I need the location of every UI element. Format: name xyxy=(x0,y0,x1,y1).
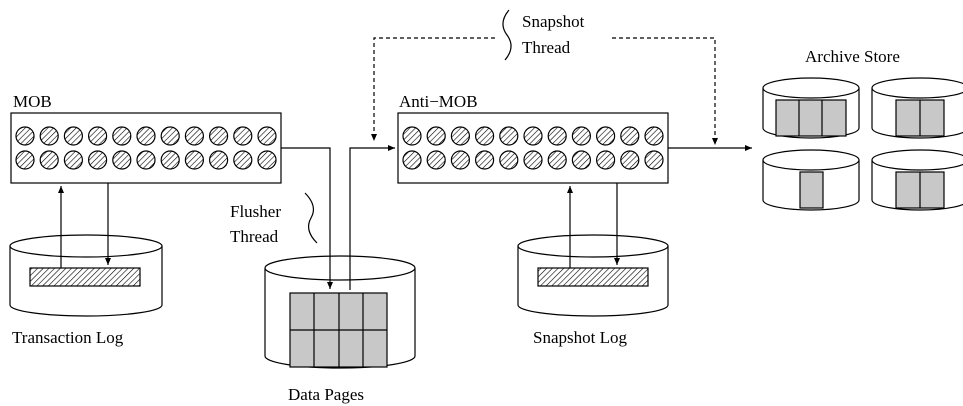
anti-mob-slot xyxy=(450,126,470,146)
mob-slot xyxy=(112,150,132,170)
anti-mob-slot xyxy=(523,126,543,146)
mob-slot xyxy=(160,126,180,146)
snapshot-log-cylinder xyxy=(517,234,669,317)
snapshot-thread-label-2: Thread xyxy=(522,38,571,57)
anti-mob-slot xyxy=(450,150,470,170)
mob-slot xyxy=(136,150,156,170)
archive-store-label: Archive Store xyxy=(805,47,900,66)
archive-disk-1 xyxy=(762,77,860,139)
mob-slot xyxy=(39,126,59,146)
snapshot-thread-left-arrow xyxy=(371,37,495,141)
anti-mob-slot xyxy=(402,126,422,146)
anti-mob-slot xyxy=(620,150,640,170)
anti-mob-slot xyxy=(644,126,664,146)
flusher-arrow xyxy=(281,147,333,289)
anti-mob-slots xyxy=(402,126,664,170)
snapshot-record-bar xyxy=(537,267,649,287)
mob-slot xyxy=(257,150,277,170)
anti-mob-slot xyxy=(547,126,567,146)
mob-slot xyxy=(15,150,35,170)
mob-buffer xyxy=(10,112,282,184)
anti-mob-buffer xyxy=(397,112,669,184)
mob-slot xyxy=(209,150,229,170)
mob-slot xyxy=(160,150,180,170)
data-pages-cylinder xyxy=(264,255,416,369)
anti-mob-slot xyxy=(547,150,567,170)
mob-slot xyxy=(233,126,253,146)
mob-slot xyxy=(257,126,277,146)
flusher-brace xyxy=(304,192,318,244)
mob-slot xyxy=(136,126,156,146)
anti-mob-label: Anti−MOB xyxy=(399,92,478,111)
archive-disk-3 xyxy=(762,149,860,211)
mob-slot xyxy=(87,150,108,170)
anti-mob-slot xyxy=(523,150,543,170)
mob-slot xyxy=(15,126,35,146)
anti-mob-slot xyxy=(644,150,664,170)
anti-mob-slot xyxy=(595,126,616,146)
snapshot-log-label: Snapshot Log xyxy=(533,328,627,347)
anti-mob-slot xyxy=(426,150,446,170)
anti-mob-slot xyxy=(426,126,446,146)
pages-to-antimob-arrow xyxy=(349,145,395,290)
flusher-thread-label-1: Flusher xyxy=(230,202,281,221)
anti-mob-slot xyxy=(499,150,519,170)
transaction-log-label: Transaction Log xyxy=(12,328,124,347)
anti-mob-slot xyxy=(475,150,495,170)
mob-slot xyxy=(184,150,204,170)
log-record-bar xyxy=(29,267,141,287)
data-page-grid xyxy=(289,292,388,368)
flusher-thread-label-2: Thread xyxy=(230,227,279,246)
snapshot-thread-label-1: Snapshot xyxy=(522,12,585,31)
mob-slot xyxy=(184,126,204,146)
mob-slot xyxy=(233,150,253,170)
archive-disk-2 xyxy=(871,77,963,139)
anti-mob-slot xyxy=(595,150,616,170)
mob-slots xyxy=(15,126,277,170)
mob-slot xyxy=(63,150,84,170)
mob-slot xyxy=(39,150,59,170)
anti-mob-slot xyxy=(571,126,592,146)
mob-slot xyxy=(63,126,84,146)
anti-mob-slot xyxy=(402,150,422,170)
mob-slot xyxy=(209,126,229,146)
mob-slot xyxy=(112,126,132,146)
anti-mob-slot xyxy=(499,126,519,146)
anti-mob-slot xyxy=(571,150,592,170)
mob-slot xyxy=(87,126,108,146)
snapshot-brace xyxy=(502,9,512,61)
archive-disk-4 xyxy=(871,149,963,211)
data-pages-label: Data Pages xyxy=(288,385,364,404)
mob-label: MOB xyxy=(13,92,52,111)
transaction-log-cylinder xyxy=(9,234,163,317)
anti-mob-slot xyxy=(475,126,495,146)
anti-mob-slot xyxy=(620,126,640,146)
